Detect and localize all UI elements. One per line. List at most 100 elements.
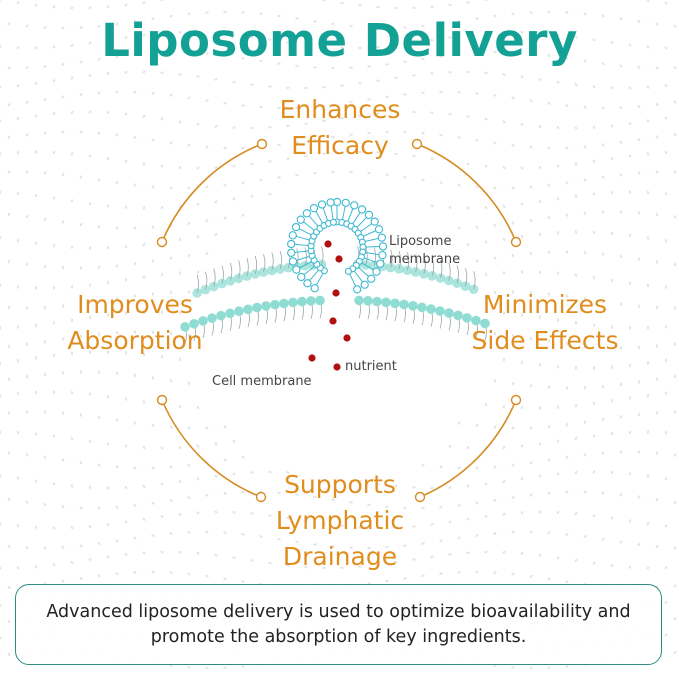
bg-dot [646, 119, 650, 123]
bg-dot [304, 86, 308, 90]
bg-dot [475, 17, 479, 20]
bg-dot [115, 371, 119, 376]
bg-dot [610, 398, 614, 403]
bg-dot [403, 93, 407, 96]
bg-dot [655, 305, 659, 310]
bg-dot [7, 344, 11, 349]
bg-dot [169, 425, 173, 429]
bg-dot [61, 304, 65, 308]
lipid-head [288, 257, 298, 266]
nutrient-dot [333, 363, 341, 371]
bg-dot [673, 500, 677, 505]
bg-dot [664, 116, 668, 120]
bg-dot [628, 190, 632, 194]
bg-dot [205, 574, 209, 578]
bg-dot [277, 106, 281, 110]
bg-dot [556, 439, 560, 443]
bg-dot [205, 219, 209, 223]
bg-dot [187, 426, 191, 430]
bg-dot [25, 546, 29, 550]
bg-dot [484, 482, 488, 486]
bg-dot [34, 390, 38, 395]
bg-dot [16, 1, 20, 5]
bg-dot [493, 498, 497, 502]
lipid-head [462, 313, 472, 323]
bg-dot [151, 259, 155, 263]
bg-dot [628, 396, 632, 400]
bg-dot [286, 124, 290, 128]
bg-dot [43, 171, 47, 175]
bg-dot [493, 290, 497, 295]
lipid-head [394, 264, 404, 274]
bg-dot [232, 472, 236, 476]
bg-dot [88, 110, 92, 114]
bg-dot [547, 292, 551, 296]
bg-dot [241, 146, 245, 150]
bg-dot [133, 90, 137, 94]
bg-dot [106, 442, 110, 446]
bg-dot [673, 24, 677, 28]
bg-dot [610, 431, 614, 436]
bg-dot [538, 232, 542, 236]
bg-dot [124, 397, 128, 401]
lipid-head [288, 231, 297, 240]
bg-dot [430, 555, 434, 559]
bg-dot [7, 585, 11, 590]
bg-dot [16, 358, 20, 363]
benefit-line: Minimizes [482, 290, 608, 319]
bg-dot [322, 522, 326, 525]
bg-dot [583, 535, 587, 539]
lipid-head [207, 313, 217, 323]
liposome-vesicle [287, 197, 388, 294]
bg-dot [673, 262, 677, 267]
bg-dot [421, 178, 425, 182]
benefit-line: Supports [284, 470, 396, 499]
bg-dot [34, 432, 38, 436]
bg-dot [502, 550, 506, 554]
bg-dot [511, 666, 515, 669]
bg-dot [52, 150, 56, 155]
label-line: Liposome [389, 234, 452, 249]
bg-dot [61, 579, 65, 583]
bg-dot [484, 206, 488, 210]
bg-dot [232, 33, 236, 36]
bg-dot [574, 35, 578, 39]
lipid-tail [321, 246, 324, 265]
bg-dot [115, 133, 119, 137]
lipid-head [354, 295, 364, 306]
bg-dot [511, 463, 515, 467]
bg-dot [673, 100, 677, 104]
bg-dot [637, 104, 641, 109]
bg-dot [673, 132, 677, 137]
bg-dot [493, 256, 497, 260]
bg-dot [493, 186, 497, 190]
bg-dot [70, 152, 74, 156]
bg-dot [583, 297, 587, 301]
bg-dot [538, 165, 542, 170]
lipid-head [417, 302, 427, 313]
bg-dot [565, 11, 569, 14]
bg-dot [529, 426, 533, 430]
bg-dot [79, 130, 83, 134]
bg-dot [268, 85, 272, 88]
bg-dot [160, 482, 164, 486]
bg-dot [259, 12, 263, 15]
bg-dot [97, 542, 101, 546]
bg-dot [133, 330, 137, 334]
bg-dot [547, 339, 551, 343]
bg-dot [502, 512, 506, 516]
bg-dot [106, 111, 110, 115]
bg-dot [457, 536, 461, 540]
bg-dot [70, 484, 74, 488]
benefit-supports-lymphatic-drainage: Supports Lymphatic Drainage [190, 467, 490, 575]
bg-dot [142, 400, 146, 404]
bg-dot [142, 206, 146, 210]
bg-dot [88, 73, 92, 77]
lipid-head [287, 239, 296, 249]
benefit-line: Lymphatic [275, 506, 405, 535]
bg-dot [610, 190, 614, 195]
lipid-head [370, 217, 379, 226]
bg-dot [574, 320, 578, 325]
bg-dot [241, 533, 245, 536]
bg-dot [277, 538, 281, 541]
